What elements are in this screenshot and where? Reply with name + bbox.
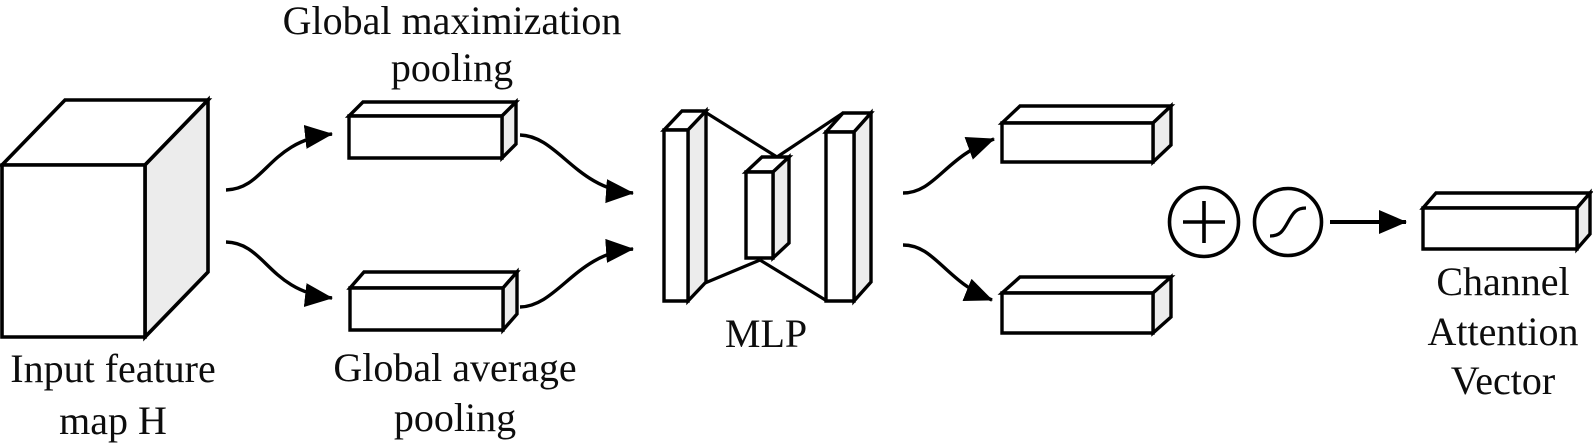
avg-pool-label-line2: pooling <box>394 395 516 440</box>
output-label-line1: Channel <box>1436 259 1569 304</box>
add-icon <box>1167 185 1241 259</box>
mlp-bottom-left-edge <box>704 258 761 285</box>
channel-attention-vector-bar <box>1419 188 1593 254</box>
output-label-line2: Attention <box>1427 309 1578 354</box>
mlp-top-left-edge <box>704 110 778 159</box>
mlp-input-layer-slab <box>660 106 710 306</box>
avg-pool-label-line1: Global average <box>333 345 576 390</box>
mlp-top-right-edge <box>776 111 844 159</box>
sigmoid-icon <box>1252 186 1324 258</box>
arrow-avg-pool-to-mlp <box>519 238 634 309</box>
max-pool-label-line2: pooling <box>391 45 513 90</box>
output-label-line3: Vector <box>1451 358 1555 403</box>
mlp-bottom-right-edge <box>759 258 828 303</box>
max-pool-bar <box>344 97 521 163</box>
input-label-line2: map H <box>59 398 167 443</box>
input-feature-cube <box>0 95 213 342</box>
arrow-cube-to-max-pool <box>225 125 333 192</box>
arrow-max-pool-to-mlp <box>519 133 634 204</box>
avg-branch-output-bar <box>997 273 1176 337</box>
mlp-hidden-layer-slab <box>741 153 794 262</box>
arrow-cube-to-avg-pool <box>225 240 333 307</box>
mlp-block <box>660 106 875 306</box>
input-label-line1: Input feature <box>10 346 215 391</box>
max-branch-output-bar <box>997 102 1176 166</box>
mlp-output-layer-slab <box>822 108 875 306</box>
mlp-label: MLP <box>725 311 807 356</box>
avg-pool-bar <box>346 267 521 335</box>
arrow-mlp-to-avg-branch <box>902 243 993 302</box>
max-pool-label-line1: Global maximization <box>283 0 622 43</box>
arrow-mlp-to-max-branch <box>902 137 995 195</box>
